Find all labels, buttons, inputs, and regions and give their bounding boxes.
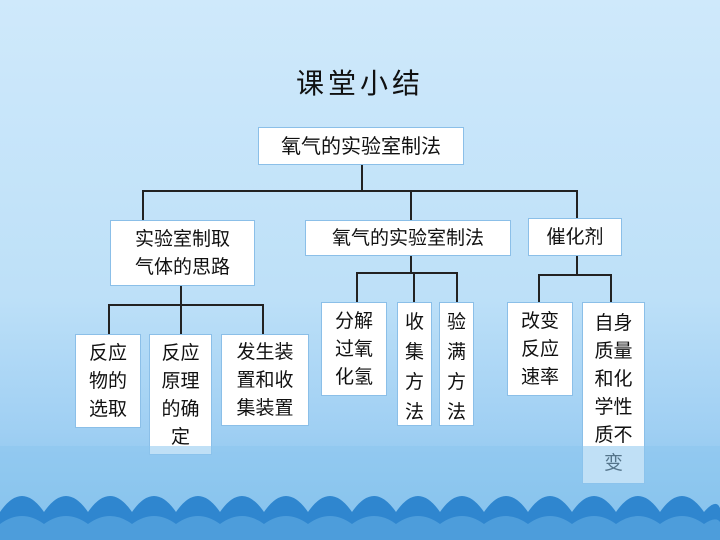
connector [180, 286, 182, 304]
connector [538, 274, 540, 302]
connector [142, 190, 578, 192]
connector [610, 274, 612, 302]
connector [413, 272, 415, 302]
connector [410, 256, 412, 272]
branch-node-catalyst: 催化剂 [528, 218, 622, 256]
connector [456, 272, 458, 302]
leaf-node-reaction-principle: 反应 原理 的确 定 [149, 334, 212, 455]
connector [108, 304, 264, 306]
leaf-node-collection-method: 收 集 方 法 [397, 302, 432, 426]
branch-node-oxygen-lab: 氧气的实验室制法 [305, 220, 511, 256]
branch-node-approach: 实验室制取 气体的思路 [110, 220, 255, 286]
connector [361, 165, 363, 191]
leaf-node-apparatus: 发生装 置和收 集装置 [221, 334, 309, 426]
connector [538, 274, 612, 276]
decorative-wave [0, 496, 720, 540]
leaf-node-change-rate: 改变 反应 速率 [507, 302, 573, 396]
leaf-node-reactant-selection: 反应 物的 选取 [75, 334, 141, 428]
connector [262, 304, 264, 334]
connector [108, 304, 110, 334]
connector [180, 304, 182, 334]
connector [356, 272, 358, 302]
connector [356, 272, 458, 274]
page-title: 课堂小结 [295, 67, 424, 100]
connector [576, 190, 578, 218]
root-node: 氧气的实验室制法 [258, 127, 464, 165]
connector [576, 256, 578, 274]
leaf-node-full-check-method: 验 满 方 法 [439, 302, 474, 426]
connector [142, 190, 144, 220]
connector [410, 190, 412, 220]
leaf-node-decompose-peroxide: 分解 过氧 化氢 [321, 302, 387, 396]
